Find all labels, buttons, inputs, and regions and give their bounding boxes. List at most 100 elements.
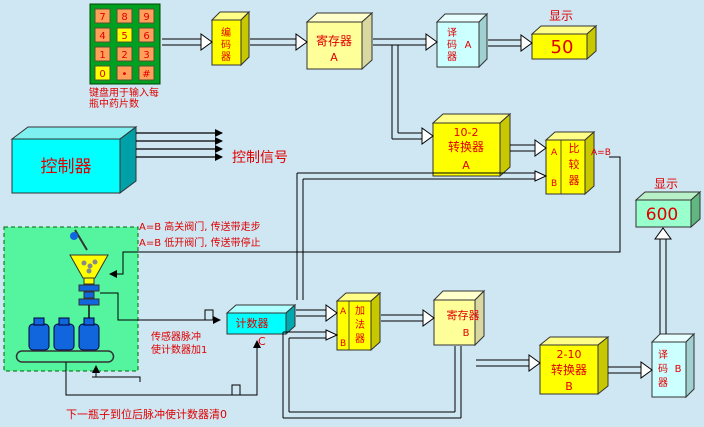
adder-input-a: A — [340, 307, 347, 317]
adder-char-3: 器 — [355, 333, 365, 345]
decoder-a-char-2: 码 — [447, 39, 457, 51]
next-bottle-note: 下一瓶子到位后脉冲使计数器清0 — [66, 407, 227, 421]
converter-b-line1: 2-10 — [557, 348, 582, 361]
control-signal-label: 控制信号 — [232, 150, 288, 166]
key-6-button[interactable] — [94, 46, 111, 62]
keypad-caption-line1: 键盘用于输入每 — [89, 86, 159, 99]
bus-decoder-b-to-display-b — [654, 227, 672, 334]
counter-block: 计数器 C — [225, 303, 297, 348]
bus-adder-to-comparator — [296, 170, 548, 300]
key-4-button[interactable] — [116, 27, 133, 43]
bottle-1 — [28, 317, 50, 351]
note-ab-high: A=B 高关阀门, 传送带走步 — [139, 220, 261, 233]
display-a-title: 显示 — [549, 9, 573, 23]
converter-b-block: 2-10 转换器 B — [538, 335, 610, 396]
decoder-b-block: 译 码 器 B — [650, 332, 696, 399]
decoder-b-char-3: 器 — [658, 377, 668, 389]
counter-sub: C — [258, 335, 266, 348]
key-2-button[interactable] — [138, 8, 155, 24]
display-b-value: 600 — [646, 205, 678, 225]
key-9-button[interactable] — [94, 65, 111, 81]
decoder-b-char-1: 译 — [658, 349, 668, 361]
comparator-input-b: B — [551, 179, 557, 189]
key-10-button[interactable] — [116, 65, 133, 81]
encoder-char-3: 器 — [221, 51, 231, 63]
key-11-label: # — [142, 69, 150, 80]
encoder-char-1: 编 — [221, 26, 231, 39]
decoder-a-sub: A — [465, 40, 472, 51]
encoder-block: 编 码 器 — [210, 10, 251, 67]
register-a-block: 寄存器 A — [305, 11, 374, 71]
valve-control-line — [109, 156, 621, 278]
register-a-label: 寄存器 — [316, 33, 352, 48]
key-1-button[interactable] — [116, 8, 133, 24]
display-a: 50 — [530, 24, 598, 61]
key-2-label: 9 — [143, 12, 149, 23]
decoder-a-char-3: 器 — [447, 51, 457, 63]
bottle-3 — [78, 317, 100, 351]
key-6-label: 1 — [99, 50, 105, 61]
key-3-button[interactable] — [94, 27, 111, 43]
comparator-output-label: A=B — [591, 148, 611, 158]
conveyor-control-line — [92, 365, 141, 382]
key-1-label: 8 — [121, 12, 127, 23]
converter-b-line3: B — [565, 380, 573, 393]
key-11-button[interactable] — [138, 65, 155, 81]
comparator-input-a: A — [551, 148, 558, 158]
controller-label: 控制器 — [41, 157, 92, 177]
converter-a-line1: 10-2 — [454, 126, 479, 139]
bus-register-b-to-converter-b — [476, 354, 541, 372]
key-0-label: 7 — [99, 12, 105, 23]
decoder-b-char-2: 码 — [658, 363, 668, 375]
bus-counter-to-adder — [296, 304, 338, 322]
bus-adder-to-register-b — [381, 309, 435, 327]
decoder-a-block: 译 码 器 A — [435, 12, 489, 69]
sensor-pulse — [201, 309, 214, 321]
decoder-b-sub: B — [675, 364, 682, 375]
register-b-sub: B — [463, 328, 470, 339]
register-b-label: 寄存器 — [447, 308, 480, 322]
decoder-a-char-1: 译 — [447, 27, 457, 39]
bus-register-b-feedback-to-adder — [282, 329, 462, 419]
reset-pulse — [228, 384, 241, 396]
register-b-block: 寄存器 B — [432, 289, 486, 347]
sensor-line — [100, 292, 221, 324]
converter-b-line2: 转换器 — [551, 362, 587, 377]
display-b: 600 — [634, 190, 702, 229]
key-0-button[interactable] — [94, 8, 111, 24]
bus-register-a-to-decoder-a — [373, 33, 438, 51]
adder-input-b: B — [340, 339, 346, 349]
control-signal-arrows — [136, 129, 223, 161]
key-5-label: 6 — [143, 31, 149, 42]
sensor-note-line1: 传感器脉冲 — [151, 330, 201, 343]
counter-label: 计数器 — [236, 317, 269, 330]
key-9-label: 0 — [99, 69, 105, 80]
conveyor-belt — [15, 350, 115, 363]
pill-hopper — [69, 229, 109, 318]
converter-a-line3: A — [462, 159, 470, 172]
adder-char-2: 法 — [355, 318, 365, 331]
key-10-label: • — [122, 69, 128, 80]
controller-block: 控制器 — [10, 126, 138, 194]
reset-line — [65, 340, 261, 396]
bus-converter-a-to-comparator — [510, 139, 547, 157]
key-8-button[interactable] — [138, 46, 155, 62]
bus-converter-b-to-decoder-b — [608, 361, 653, 379]
encoder-char-2: 码 — [221, 39, 231, 51]
bus-arrows — [162, 33, 672, 419]
converter-a-block: 10-2 转换器 A — [431, 112, 512, 178]
comparator-char-2: 较 — [569, 157, 580, 171]
bus-encoder-to-register-a — [250, 33, 308, 51]
key-3-label: 4 — [99, 31, 105, 42]
key-8-label: 3 — [143, 50, 149, 61]
bottle-2 — [53, 317, 75, 351]
keypad-caption-line2: 瓶中药片数 — [89, 97, 139, 110]
key-5-button[interactable] — [138, 27, 155, 43]
comparator-block: A B 比 较 器 — [544, 130, 596, 196]
comparator-char-1: 比 — [569, 142, 580, 155]
key-7-button[interactable] — [116, 46, 133, 62]
